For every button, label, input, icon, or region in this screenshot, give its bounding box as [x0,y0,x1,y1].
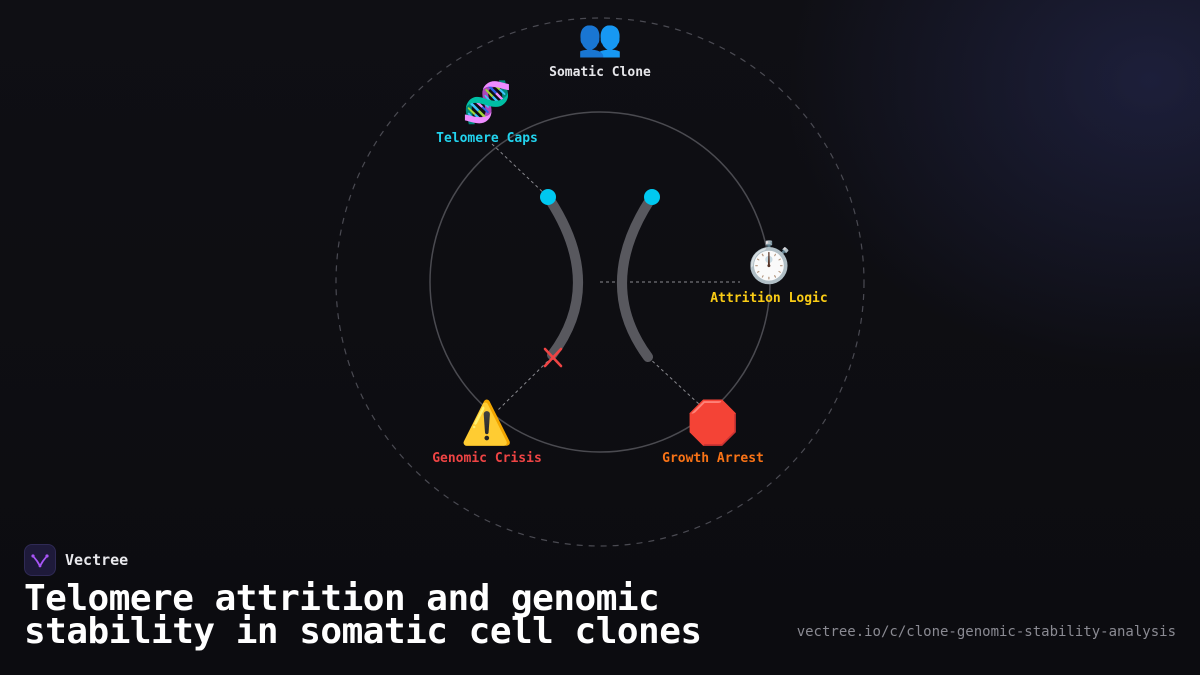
inner-cell-ring [429,111,771,453]
brand-name: Vectree [65,551,129,569]
stop-sign-icon: 🛑 [687,398,739,447]
chromosome-arm-left [545,195,583,360]
connector-genomic-crisis [497,356,553,411]
stopwatch-icon: ⏱️ [744,239,794,286]
node-label-growth-arrest: Growth Arrest [662,451,764,466]
brand[interactable]: Vectree [24,544,128,576]
node-label-somatic-clone: Somatic Clone [549,65,651,80]
warning-icon: ⚠️ [461,398,513,447]
node-somatic-clone: 👥 Somatic Clone [549,18,651,80]
node-label-telomere-caps: Telomere Caps [436,131,538,146]
node-attrition-logic: ⏱️ Attrition Logic [710,239,827,306]
connector-telomere-caps [491,143,549,198]
node-telomere-caps: 🧬 Telomere Caps [436,78,538,146]
page-title: Telomere attrition and genomic stability… [24,578,702,652]
telomere-cap-dot-left [540,189,556,205]
node-label-genomic-crisis: Genomic Crisis [432,451,542,466]
node-growth-arrest: 🛑 Growth Arrest [662,398,764,466]
cross-mark-icon [543,347,563,368]
node-genomic-crisis: ⚠️ Genomic Crisis [432,398,542,466]
people-icon: 👥 [578,18,623,59]
chromosome-arm-right [617,195,655,362]
telomere-cap-dot-right [644,189,660,205]
dna-icon: 🧬 [462,78,512,126]
source-url[interactable]: vectree.io/c/clone-genomic-stability-ana… [796,624,1176,640]
outer-orbit-ring [335,17,865,547]
vectree-logo-icon [24,544,56,576]
node-label-attrition-logic: Attrition Logic [710,291,827,306]
